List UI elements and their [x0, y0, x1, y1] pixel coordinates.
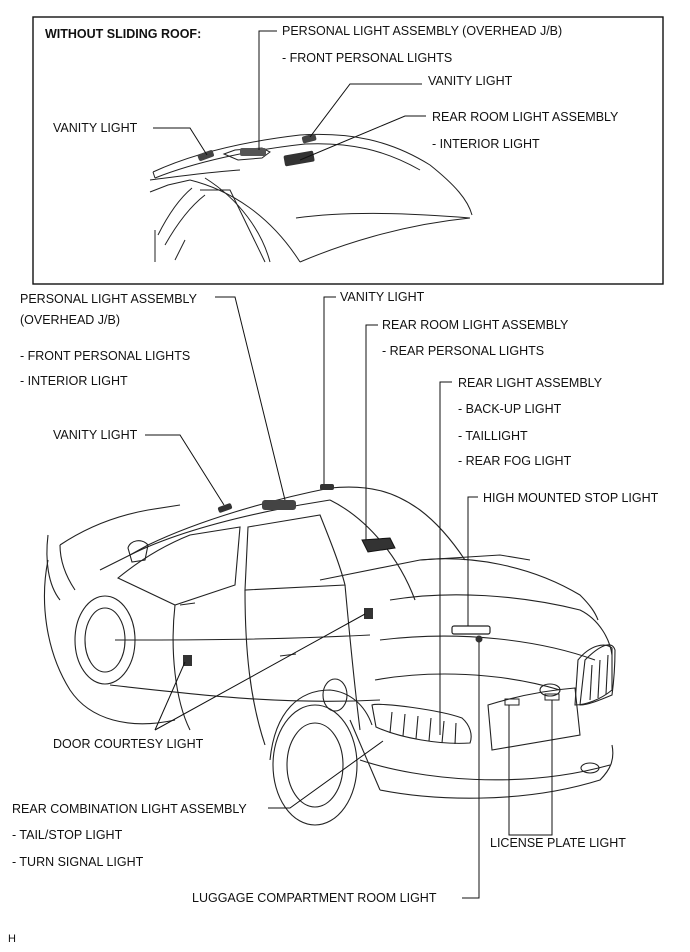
taillight-label: - TAILLIGHT [458, 429, 528, 443]
rear-combination-light-left [371, 703, 472, 745]
inset-heading: WITHOUT SLIDING ROOF: [45, 27, 202, 41]
main-license-plate-light-left [504, 698, 520, 706]
inset-vanity-light-left-label: VANITY LIGHT [53, 121, 138, 135]
rear-combination-light-right [579, 644, 616, 706]
rear-room-light-label: REAR ROOM LIGHT ASSEMBLY [382, 318, 569, 332]
rear-fog-light-label: - REAR FOG LIGHT [458, 454, 572, 468]
main-leaders [145, 296, 553, 899]
main-luggage-light [475, 635, 483, 643]
main-high-mounted-stop-light [451, 625, 491, 635]
inset-vanity-light-right [301, 133, 317, 144]
main-rear-room-light [361, 537, 396, 553]
inset-personal-light [240, 148, 266, 156]
rear-light-assembly-label: REAR LIGHT ASSEMBLY [458, 376, 603, 390]
main-door-courtesy-light-rear [364, 608, 373, 619]
personal-light-label-sub: (OVERHEAD J/B) [20, 313, 121, 327]
inset-car-roof [149, 133, 473, 263]
main-personal-light [262, 500, 296, 510]
luggage-light-label: LUGGAGE COMPARTMENT ROOM LIGHT [192, 891, 437, 905]
inset-interior-light-label: - INTERIOR LIGHT [432, 137, 540, 151]
main-door-courtesy-light-front [183, 655, 192, 666]
inset-rear-room-light [283, 150, 315, 167]
back-up-light-label: - BACK-UP LIGHT [458, 402, 562, 416]
inset-rear-room-light-label: REAR ROOM LIGHT ASSEMBLY [432, 110, 619, 124]
vanity-light-top-label: VANITY LIGHT [340, 290, 425, 304]
rear-combination-light-label: REAR COMBINATION LIGHT ASSEMBLY [12, 802, 247, 816]
vanity-light-left-label: VANITY LIGHT [53, 428, 138, 442]
inset-personal-light-label: PERSONAL LIGHT ASSEMBLY (OVERHEAD J/B) [282, 24, 563, 38]
personal-light-label: PERSONAL LIGHT ASSEMBLY [20, 292, 197, 306]
front-personal-lights-label: - FRONT PERSONAL LIGHTS [20, 349, 191, 363]
inset-vanity-light-left [197, 150, 214, 161]
high-mounted-stop-light-label: HIGH MOUNTED STOP LIGHT [483, 491, 659, 505]
license-plate-light-label: LICENSE PLATE LIGHT [490, 836, 626, 850]
main-vanity-light-left [217, 503, 233, 513]
inset-front-personal-lights-label: - FRONT PERSONAL LIGHTS [282, 51, 453, 65]
turn-signal-light-label: - TURN SIGNAL LIGHT [12, 855, 144, 869]
inset-frame [32, 16, 664, 285]
main-vanity-light-top [320, 484, 334, 490]
main-car-body [43, 486, 614, 826]
door-courtesy-light-label: DOOR COURTESY LIGHT [53, 737, 204, 751]
rear-personal-lights-label: - REAR PERSONAL LIGHTS [382, 344, 545, 358]
figure-code: H [8, 933, 16, 945]
inset-leaders [153, 30, 426, 161]
interior-light-label: - INTERIOR LIGHT [20, 374, 128, 388]
tail-stop-light-label: - TAIL/STOP LIGHT [12, 828, 123, 842]
inset-vanity-light-right-label: VANITY LIGHT [428, 74, 513, 88]
